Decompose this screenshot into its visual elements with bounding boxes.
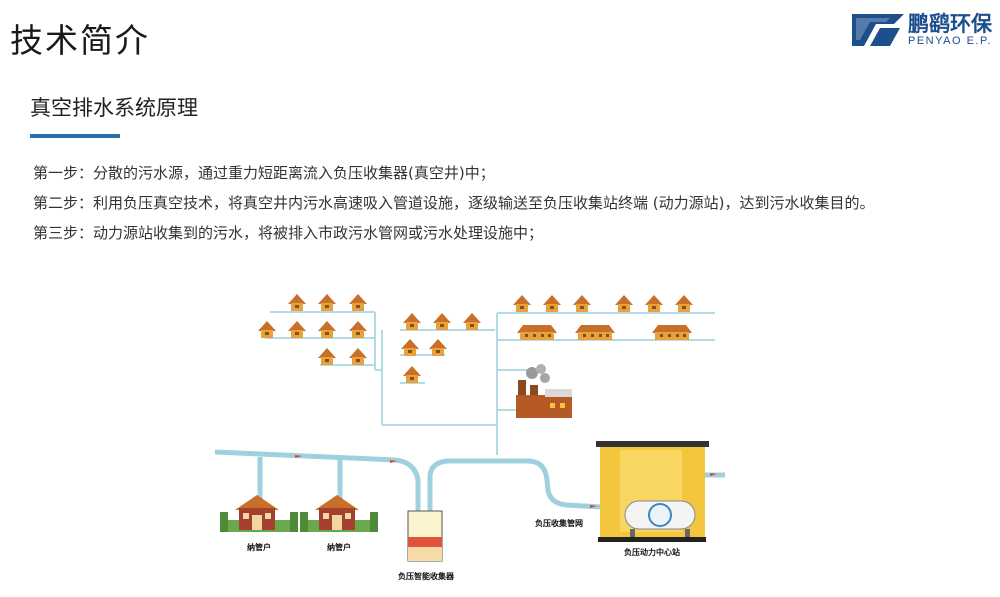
- collector-label: 负压智能收集器: [398, 572, 454, 581]
- household-icon-1: [220, 495, 298, 532]
- pipe-network-label: 负压收集管网: [535, 519, 583, 528]
- house-cluster-right: [513, 295, 693, 340]
- step-2: 第二步：利用负压真空技术，将真空井内污水高速吸入管道设施，逐级输送至负压收集站终…: [33, 194, 875, 212]
- page-title: 技术简介: [10, 21, 150, 60]
- penyao-logo-icon: [852, 14, 904, 46]
- section-title: 真空排水系统原理: [30, 96, 198, 120]
- household-icon-2: [300, 495, 378, 532]
- flow-arrows: [295, 455, 717, 508]
- household-label-1: 纳管户: [247, 543, 271, 552]
- diagram-canvas: [214, 294, 725, 562]
- center-station-icon: [596, 441, 709, 542]
- center-station-label: 负压动力中心站: [624, 548, 680, 557]
- company-logo: 鹏鹞环保 PENYAO E.P.: [850, 8, 995, 54]
- step-3: 第三步：动力源站收集到的污水，将被排入市政污水管网或污水处理设施中；: [33, 224, 544, 242]
- household-label-2: 纳管户: [327, 543, 351, 552]
- vacuum-system-diagram: 纳管户 纳管户 负压智能收集器 负压收集管网 负压动力中心站: [210, 285, 740, 590]
- collector-tank-icon: [407, 510, 443, 562]
- steps-list: 第一步：分散的污水源，通过重力短距离流入负压收集器(真空井)中； 第二步：利用负…: [33, 158, 893, 248]
- section-title-underline: [30, 134, 120, 138]
- logo-english-name: PENYAO E.P.: [908, 35, 992, 47]
- step-1: 第一步：分散的污水源，通过重力短距离流入负压收集器(真空井)中；: [33, 164, 495, 182]
- factory-icon: [516, 364, 572, 418]
- logo-chinese-name: 鹏鹞环保: [908, 12, 992, 36]
